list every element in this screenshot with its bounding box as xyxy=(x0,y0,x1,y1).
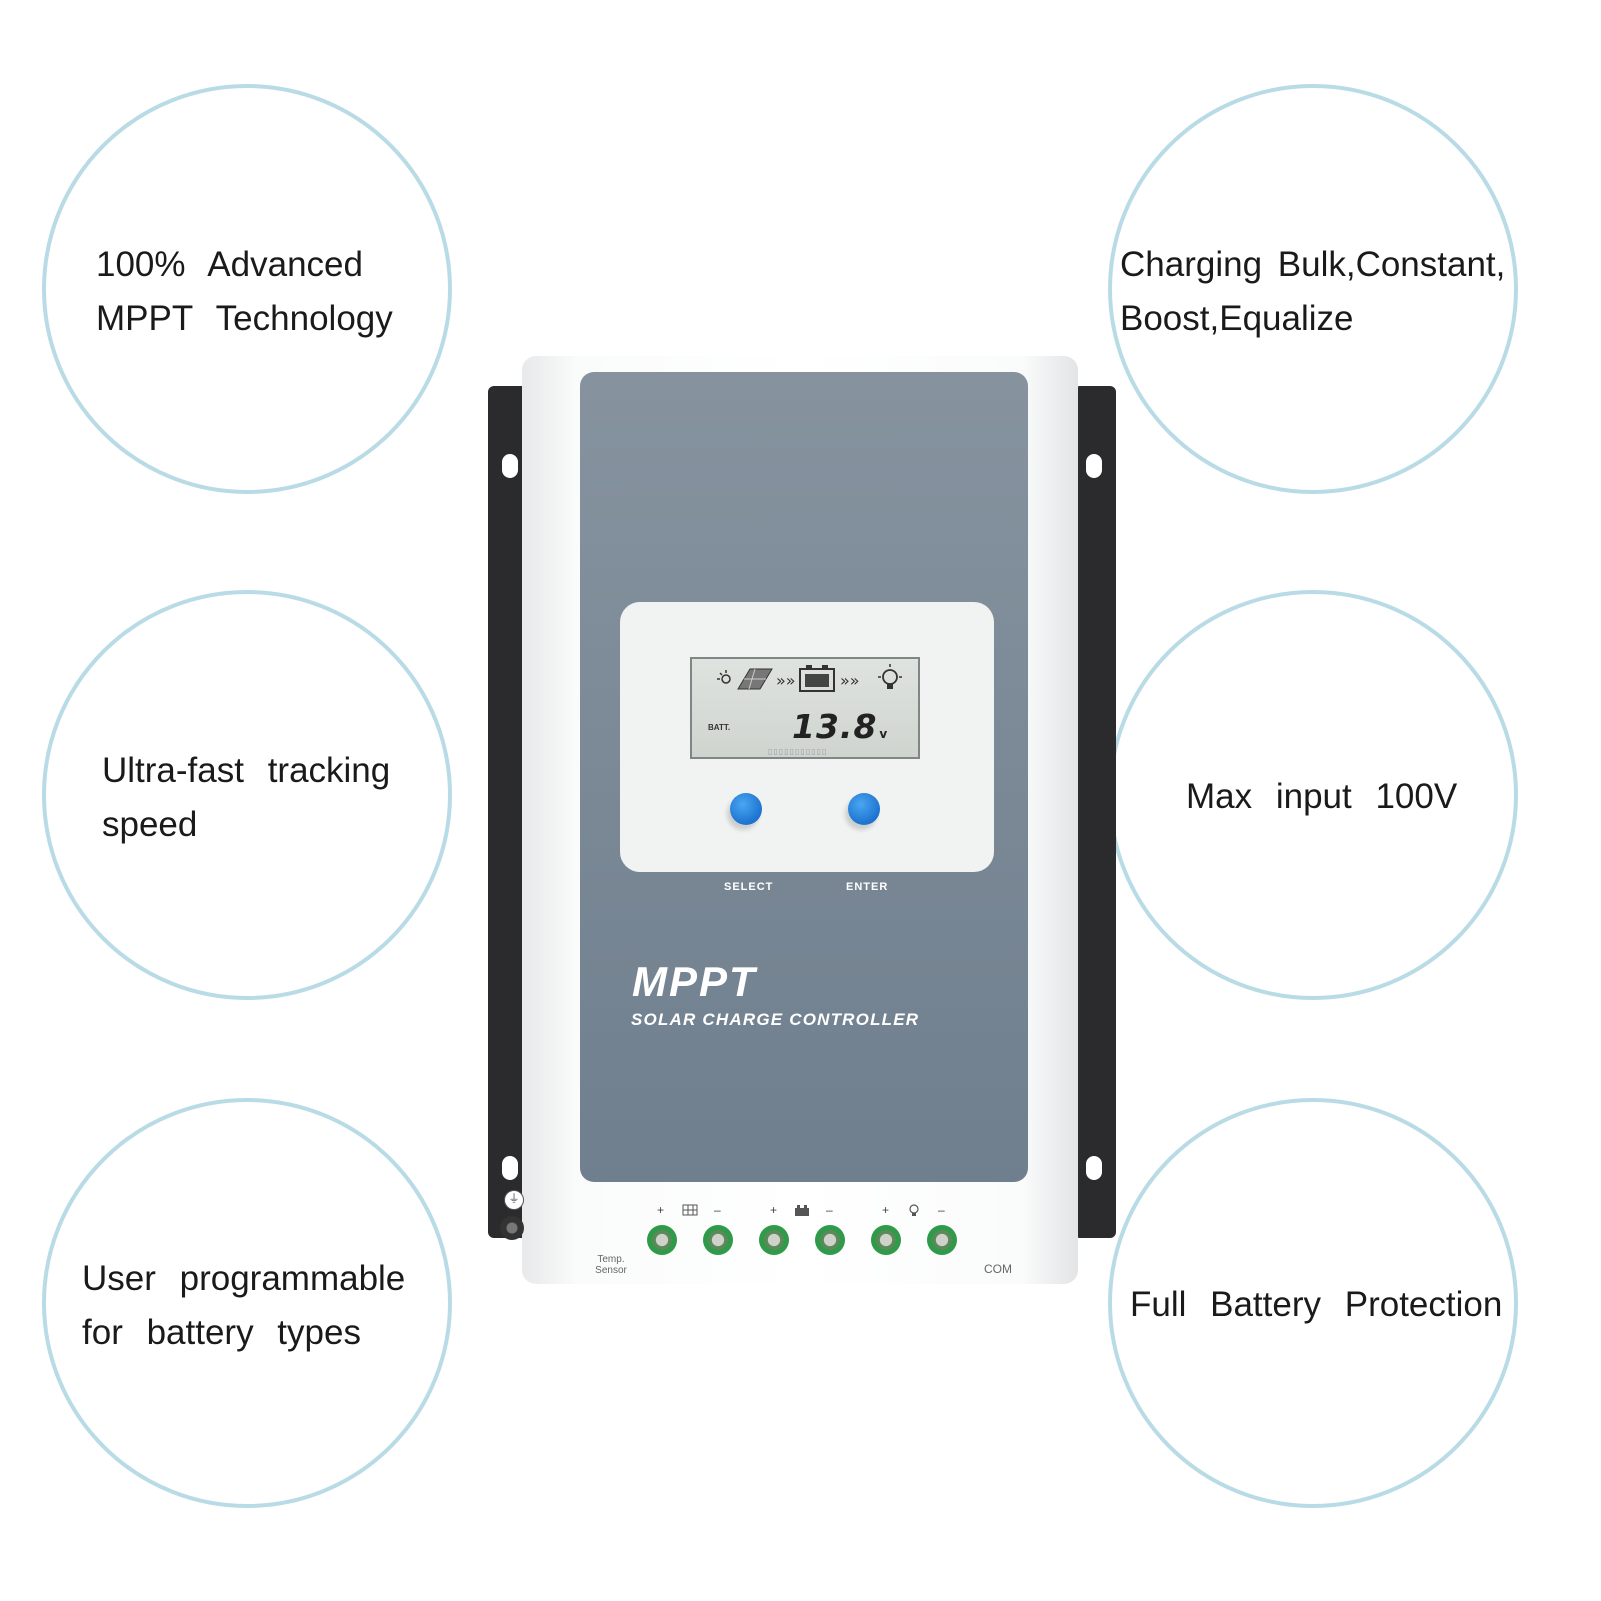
feature-bubble-programmable: User programmable for battery types xyxy=(42,1098,452,1508)
load-positive-terminal[interactable] xyxy=(871,1225,901,1255)
pv-minus-sign: – xyxy=(714,1203,721,1217)
battery-plus-sign: + xyxy=(770,1203,778,1217)
battery-minus-sign: – xyxy=(826,1203,833,1217)
lcd-voltage-unit: v xyxy=(879,727,889,741)
load-plus-sign: + xyxy=(882,1203,890,1217)
battery-icon xyxy=(799,665,835,692)
enter-button[interactable] xyxy=(848,793,880,825)
feature-bubble-max-input: Max input 100V xyxy=(1108,590,1518,1000)
flow-arrows-icon: »» xyxy=(776,671,796,690)
feature-text-tracking: Ultra-fast tracking speed xyxy=(102,744,390,852)
bulb-icon xyxy=(878,664,902,689)
temp-sensor-label: Temp. Sensor xyxy=(590,1254,632,1276)
enter-label: ENTER xyxy=(846,881,889,893)
ground-icon: ⏚ xyxy=(504,1190,524,1210)
battery-negative-terminal[interactable] xyxy=(815,1225,845,1255)
mounting-hole xyxy=(1086,454,1102,478)
select-label: SELECT xyxy=(724,881,774,893)
sun-icon xyxy=(717,670,731,684)
temp-sensor-label-line: Temp. xyxy=(597,1254,625,1265)
brand-subtitle: SOLAR CHARGE CONTROLLER xyxy=(631,1010,920,1029)
solar-panel-icon xyxy=(737,668,773,690)
feature-line: Boost,Equalize xyxy=(1120,299,1354,338)
com-port-label: COM xyxy=(984,1262,1012,1276)
pv-positive-terminal[interactable] xyxy=(647,1225,677,1255)
feature-bubble-tracking: Ultra-fast tracking speed xyxy=(42,590,452,1000)
feature-line: Full Battery Protection xyxy=(1130,1285,1503,1324)
battery-positive-terminal[interactable] xyxy=(759,1225,789,1255)
lcd-voltage-value: 13.8 xyxy=(792,707,878,746)
feature-line: speed xyxy=(102,805,198,844)
mounting-hole xyxy=(502,454,518,478)
select-button[interactable] xyxy=(730,793,762,825)
right-mounting-bracket xyxy=(1074,386,1116,1238)
brand-title: MPPT xyxy=(632,958,757,1005)
load-minus-sign: – xyxy=(938,1203,945,1217)
mounting-hole xyxy=(502,1156,518,1180)
solar-panel-icon xyxy=(682,1204,698,1216)
pv-negative-terminal[interactable] xyxy=(703,1225,733,1255)
feature-text-protection: Full Battery Protection xyxy=(1130,1278,1502,1332)
feature-text-programmable: User programmable for battery types xyxy=(82,1252,405,1360)
load-negative-terminal[interactable] xyxy=(927,1225,957,1255)
temp-sensor-label-line: Sensor xyxy=(595,1265,627,1276)
bulb-icon xyxy=(909,1204,919,1216)
feature-line: for battery types xyxy=(82,1313,361,1352)
battery-icon xyxy=(795,1205,809,1216)
feature-line: MPPT Technology xyxy=(96,299,393,338)
feature-line: Charging Bulk,Constant, xyxy=(1120,245,1506,284)
feature-text-max-input: Max input 100V xyxy=(1186,770,1457,824)
lcd-batt-label: BATT. xyxy=(708,723,731,732)
feature-bubble-mppt: 100% Advanced MPPT Technology xyxy=(42,84,452,494)
mounting-hole xyxy=(1086,1156,1102,1180)
feature-line: Max input 100V xyxy=(1186,777,1458,816)
feature-text-mppt: 100% Advanced MPPT Technology xyxy=(96,238,393,346)
lcd-segment-ticks: ▯▯▯▯▯▯▯▯▯▯▯ xyxy=(768,747,828,756)
lcd-status-icons: »» »» xyxy=(717,664,902,692)
ground-screw xyxy=(500,1216,524,1240)
pv-plus-sign: + xyxy=(657,1203,665,1217)
feature-line: Ultra-fast tracking xyxy=(102,751,391,790)
feature-text-charging: Charging Bulk,Constant, Boost,Equalize xyxy=(1120,238,1505,346)
feature-line: User programmable xyxy=(82,1259,406,1298)
feature-bubble-charging: Charging Bulk,Constant, Boost,Equalize xyxy=(1108,84,1518,494)
feature-bubble-protection: Full Battery Protection xyxy=(1108,1098,1518,1508)
flow-arrows-icon: »» xyxy=(840,671,860,690)
feature-line: 100% Advanced xyxy=(96,245,363,284)
